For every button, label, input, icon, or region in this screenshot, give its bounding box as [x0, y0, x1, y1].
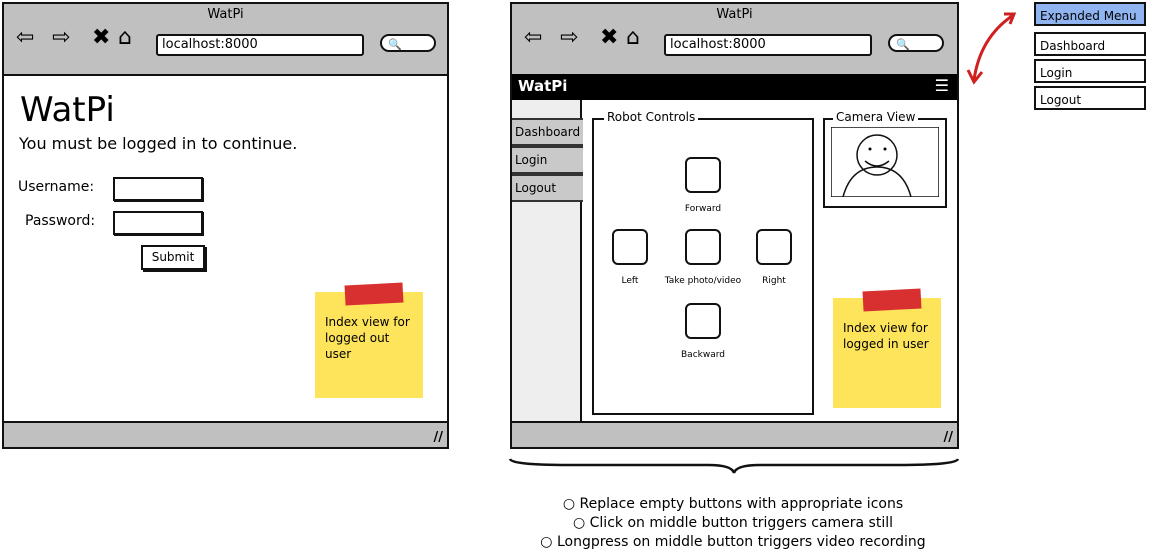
home-icon[interactable]: ⌂	[626, 25, 640, 50]
camera-view-panel: Camera View	[823, 110, 947, 208]
logged-in-browser-window: WatPi ⇦ ⇨ ✖ ⌂ localhost:8000 🔍 WatPi ☰ D…	[510, 2, 959, 449]
expanded-menu-header: Expanded Menu	[1034, 2, 1146, 26]
sticky-note: Index view for logged in user	[833, 288, 941, 408]
left-label: Left	[621, 276, 639, 286]
sticky-note: Index view for logged out user	[315, 282, 423, 398]
address-bar[interactable]: localhost:8000	[664, 34, 872, 56]
menu-item-login[interactable]: Login	[1034, 59, 1146, 83]
password-input[interactable]	[113, 211, 203, 235]
take-photo-video-button[interactable]	[685, 229, 721, 265]
tape	[862, 288, 922, 312]
search-box[interactable]: 🔍	[888, 34, 944, 52]
sidebar-item-login[interactable]: Login	[512, 146, 583, 174]
forward-label: Forward	[684, 204, 722, 214]
left-button[interactable]	[612, 229, 648, 265]
browser-chrome: WatPi ⇦ ⇨ ✖ ⌂ localhost:8000 🔍	[4, 4, 447, 76]
resize-grip-icon[interactable]: //	[943, 430, 954, 445]
back-icon[interactable]: ⇦	[524, 25, 543, 50]
forward-icon[interactable]: ⇨	[560, 25, 579, 50]
stop-icon[interactable]: ✖	[92, 25, 111, 50]
submit-button[interactable]: Submit	[141, 245, 205, 270]
robot-controls-title: Robot Controls	[604, 110, 699, 124]
home-icon[interactable]: ⌂	[118, 25, 132, 50]
stop-icon[interactable]: ✖	[600, 25, 619, 50]
backward-button[interactable]	[685, 303, 721, 339]
brand[interactable]: WatPi	[518, 77, 568, 95]
password-label: Password:	[25, 213, 96, 229]
note-item: ○ Longpress on middle button triggers vi…	[540, 534, 926, 550]
camera-placeholder-image	[831, 127, 939, 197]
username-input[interactable]	[113, 177, 203, 201]
sidebar-item-logout[interactable]: Logout	[512, 174, 583, 202]
right-label: Right	[762, 276, 786, 286]
status-bar: //	[4, 421, 447, 447]
take-photo-video-label: Take photo/video	[664, 276, 742, 286]
page-heading: WatPi	[20, 90, 115, 130]
username-label: Username:	[18, 179, 95, 195]
logged-out-browser-window: WatPi ⇦ ⇨ ✖ ⌂ localhost:8000 🔍 WatPi You…	[2, 2, 449, 449]
browser-chrome: WatPi ⇦ ⇨ ✖ ⌂ localhost:8000 🔍	[512, 4, 957, 76]
curly-brace	[508, 458, 960, 474]
login-message: You must be logged in to continue.	[19, 134, 298, 153]
note-item: ○ Replace empty buttons with appropriate…	[562, 496, 904, 512]
forward-button[interactable]	[685, 157, 721, 193]
menu-item-logout[interactable]: Logout	[1034, 86, 1146, 110]
address-bar[interactable]: localhost:8000	[156, 34, 364, 56]
resize-grip-icon[interactable]: //	[433, 430, 444, 445]
camera-view-title: Camera View	[833, 110, 919, 124]
robot-controls-panel: Robot Controls Forward Left Take photo/v…	[592, 110, 814, 415]
tape	[344, 282, 404, 306]
window-title: WatPi	[207, 7, 244, 22]
hamburger-menu-icon[interactable]: ☰	[934, 76, 949, 95]
app-navbar: WatPi ☰	[512, 74, 957, 100]
search-icon: 🔍	[896, 38, 910, 51]
curved-arrow-icon	[966, 12, 1017, 85]
sidebar-item-dashboard[interactable]: Dashboard	[512, 118, 583, 146]
status-bar: //	[512, 421, 957, 447]
search-box[interactable]: 🔍	[380, 34, 436, 52]
menu-item-dashboard[interactable]: Dashboard	[1034, 32, 1146, 56]
back-icon[interactable]: ⇦	[16, 25, 35, 50]
right-button[interactable]	[756, 229, 792, 265]
forward-icon[interactable]: ⇨	[52, 25, 71, 50]
backward-label: Backward	[681, 350, 725, 360]
note-item: ○ Click on middle button triggers camera…	[572, 515, 894, 531]
window-title: WatPi	[716, 7, 753, 22]
search-icon: 🔍	[388, 38, 402, 51]
sidebar: Dashboard Login Logout	[512, 100, 583, 424]
